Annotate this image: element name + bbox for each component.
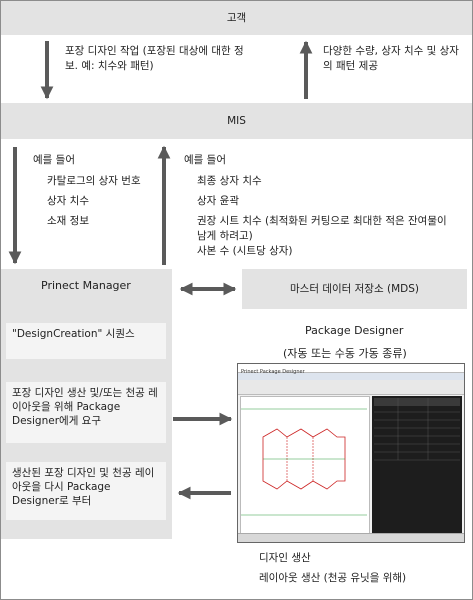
mis-to-prinect-heading: 예를 들어 bbox=[33, 154, 75, 166]
screenshot-statusbar bbox=[238, 533, 464, 542]
screenshot-properties-table bbox=[372, 396, 462, 536]
mis-to-customer-text: 다양한 수량, 상자 치수 및 상자의 패턴 제공 bbox=[323, 45, 459, 72]
package-designer-title: Package Designer bbox=[305, 324, 404, 337]
mis-to-prinect-item: 소재 정보 bbox=[47, 215, 89, 227]
design-creation-sequence-box: "DesignCreation" 시퀀스 bbox=[6, 323, 166, 359]
prinect-to-mis-item: 사본 수 (시트당 상자) bbox=[197, 245, 293, 257]
mis-label: MIS bbox=[227, 115, 246, 127]
return-from-package-designer-box: 생산된 포장 디자인 및 천공 레이아웃을 다시 Package Designe… bbox=[6, 462, 166, 520]
customer-band: 고객 bbox=[1, 1, 472, 35]
mis-to-prinect-item: 카탈로그의 상자 번호 bbox=[47, 175, 141, 187]
design-creation-sequence-text: "DesignCreation" 시퀀스 bbox=[12, 328, 135, 340]
screenshot-window-title: Prinect Package Designer bbox=[241, 369, 305, 375]
mis-to-prinect-item: 상자 치수 bbox=[47, 195, 89, 207]
prinect-to-mis-item: 권장 시트 치수 (최적화된 커팅으로 최대한 적은 잔여물이 남게 하려고) bbox=[197, 215, 447, 242]
mis-band: MIS bbox=[1, 103, 472, 139]
diecut-outline bbox=[262, 428, 346, 490]
screenshot-titlebar: Prinect Package Designer bbox=[238, 364, 464, 375]
prinect-to-mis-heading: 예를 들어 bbox=[184, 154, 226, 166]
screenshot-toolbar bbox=[238, 380, 464, 395]
request-package-designer-text: 포장 디자인 생산 및/또는 천공 레이아웃을 위해 Package Desig… bbox=[12, 387, 158, 427]
customer-to-mis-text: 포장 디자인 작업 (포장된 대상에 대한 정보. 예: 치수와 패턴) bbox=[65, 45, 244, 72]
screenshot-canvas bbox=[240, 396, 370, 538]
package-designer-output: 디자인 생산 bbox=[259, 552, 311, 564]
request-package-designer-box: 포장 디자인 생산 및/또는 천공 레이아웃을 위해 Package Desig… bbox=[6, 382, 166, 443]
prinect-to-mis-item: 상자 윤곽 bbox=[197, 195, 239, 207]
mds-box: 마스터 데이터 저장소 (MDS) bbox=[242, 269, 467, 309]
screenshot-menubar bbox=[238, 373, 464, 380]
properties-grid bbox=[374, 398, 460, 461]
diecut-drawing bbox=[241, 408, 367, 516]
return-from-package-designer-text: 생산된 포장 디자인 및 천공 레이아웃을 다시 Package Designe… bbox=[12, 467, 155, 507]
package-designer-subtitle: (자동 또는 수동 가동 종류) bbox=[283, 347, 407, 360]
prinect-to-mis-item: 최종 상자 치수 bbox=[197, 175, 262, 187]
prinect-manager-label: Prinect Manager bbox=[41, 279, 131, 292]
customer-label: 고객 bbox=[226, 12, 247, 24]
mds-label: 마스터 데이터 저장소 (MDS) bbox=[290, 283, 419, 295]
package-designer-screenshot: Prinect Package Designer bbox=[237, 363, 465, 543]
package-designer-output: 레이아웃 생산 (천공 유닛을 위해) bbox=[259, 572, 407, 584]
properties-header bbox=[374, 398, 460, 406]
